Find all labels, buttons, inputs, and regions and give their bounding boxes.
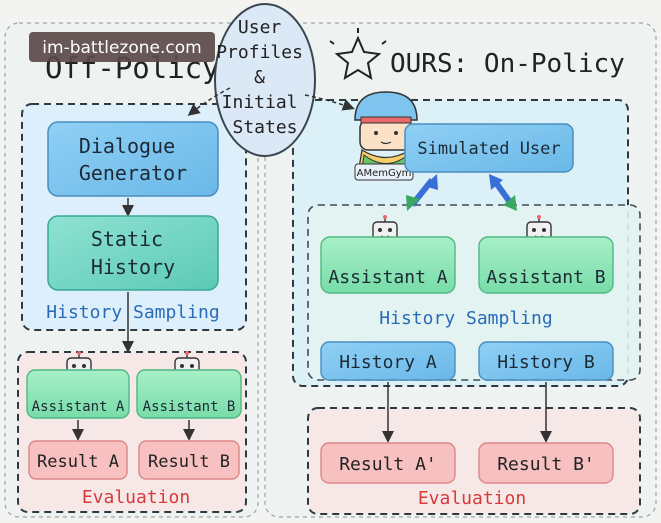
amemgym-label: AMemGym — [357, 168, 412, 179]
bidirectional-arrow-icon — [489, 174, 517, 211]
left-assistant-a-label: Assistant A — [32, 399, 125, 415]
right-assistant-b-box — [478, 236, 614, 294]
user-profiles-ellipse — [214, 3, 316, 157]
static-history-label: Static History — [91, 227, 175, 279]
right-result-a-label: Result A' — [339, 454, 437, 475]
left-history-sampling-label: History Sampling — [46, 302, 219, 323]
arrow-profiles-to-generator — [187, 87, 231, 116]
simulated-user-box — [404, 123, 574, 173]
watermark-bg — [29, 32, 215, 62]
right-assistant-a-label: Assistant A — [328, 267, 447, 288]
right-evaluation-label: Evaluation — [418, 488, 526, 509]
bidirectional-arrow-icon — [406, 174, 438, 211]
right-result-a-box — [320, 442, 456, 484]
history-a-label: History A — [339, 352, 437, 373]
arrow-profiles-to-user — [304, 94, 355, 111]
right-assistant-a-box — [320, 236, 456, 294]
static-history-box — [47, 215, 219, 291]
dialogue-generator-box — [47, 121, 219, 197]
right-history-sampling-label: History Sampling — [379, 308, 552, 329]
simulated-user-label: Simulated User — [417, 139, 560, 159]
left-assistant-a-box — [26, 369, 130, 419]
user-profiles-label: User Profiles & Initial States — [216, 17, 314, 138]
history-b-box — [478, 341, 614, 381]
left-result-b-label: Result B — [148, 452, 230, 472]
watermark: im-battlezone.com — [42, 38, 201, 58]
left-assistant-b-label: Assistant B — [143, 399, 236, 415]
right-result-b-label: Result B' — [497, 454, 595, 475]
star-icon — [329, 28, 387, 81]
on-policy-title: OURS: On-Policy — [390, 49, 625, 79]
history-b-label: History B — [497, 352, 595, 373]
right-result-b-box — [478, 442, 614, 484]
left-result-a-label: Result A — [37, 452, 119, 472]
history-a-box — [320, 341, 456, 381]
right-assistant-b-label: Assistant B — [486, 267, 605, 288]
left-evaluation-label: Evaluation — [82, 487, 190, 508]
left-result-b-box — [138, 440, 240, 480]
left-assistant-b-box — [136, 369, 242, 419]
left-result-a-box — [28, 440, 128, 480]
dialogue-generator-label: Dialogue Generator — [79, 134, 187, 185]
